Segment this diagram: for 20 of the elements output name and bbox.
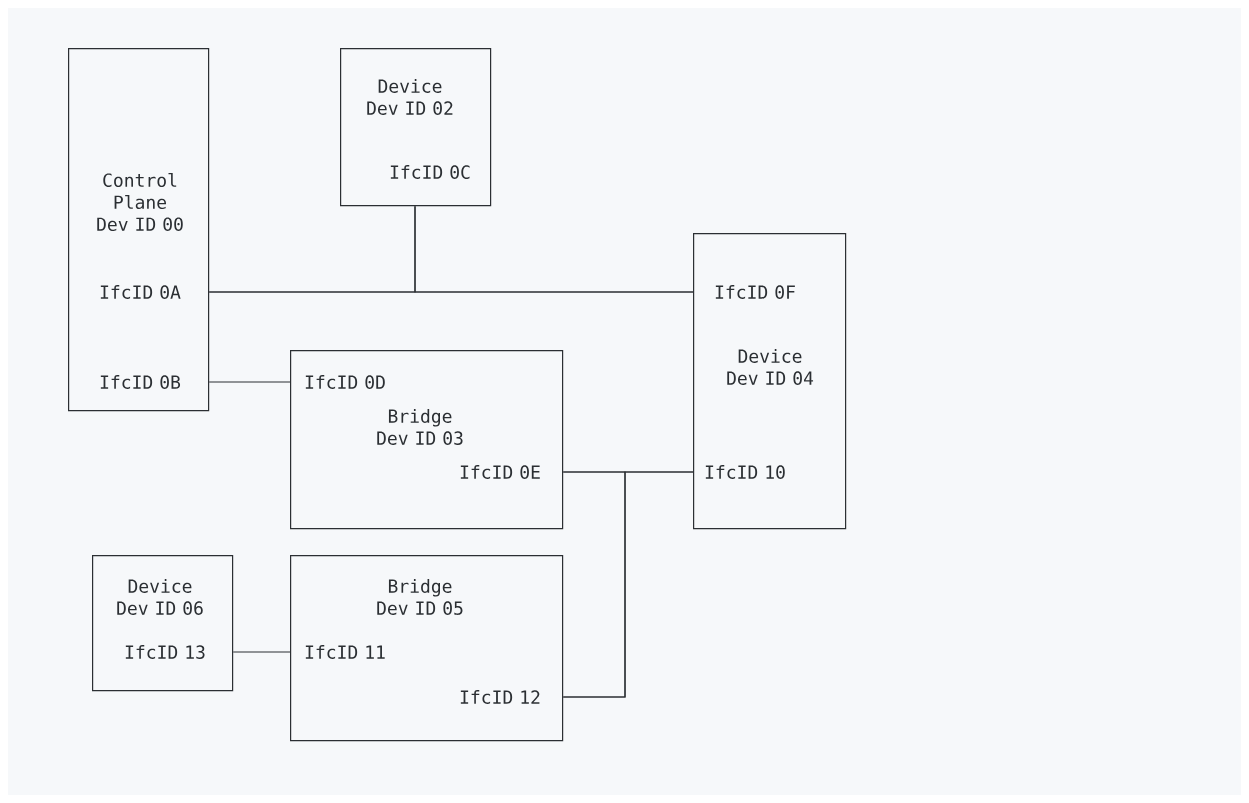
interface-label: IfcID 10 — [705, 465, 785, 479]
interface-label: IfcID 0C — [390, 165, 470, 179]
interface-label: IfcID 0E — [460, 465, 540, 479]
box-label: Device Dev ID 06 — [117, 579, 203, 615]
box-label: Bridge Dev ID 03 — [377, 409, 463, 445]
interface-label: IfcID 13 — [125, 645, 205, 659]
box-label: IfcID 0D — [305, 375, 385, 389]
box-label: Device Dev ID 02 — [367, 79, 453, 115]
connector-line — [414, 205, 694, 293]
box-label: IfcID 0F — [715, 285, 795, 299]
box-label: Control Plane Dev ID 00 — [97, 173, 183, 231]
connector-line — [208, 381, 291, 383]
interface-label: IfcID 0A — [100, 285, 181, 299]
box-label: Device Dev ID 04 — [727, 349, 814, 385]
box-label: Bridge Dev ID 05 — [377, 579, 463, 615]
interface-label: IfcID 12 — [460, 690, 540, 704]
interface-label: IfcID 0B — [100, 375, 181, 389]
connector-line — [232, 651, 291, 653]
connector-line — [562, 471, 694, 698]
interface-label: IfcID 11 — [305, 645, 385, 659]
